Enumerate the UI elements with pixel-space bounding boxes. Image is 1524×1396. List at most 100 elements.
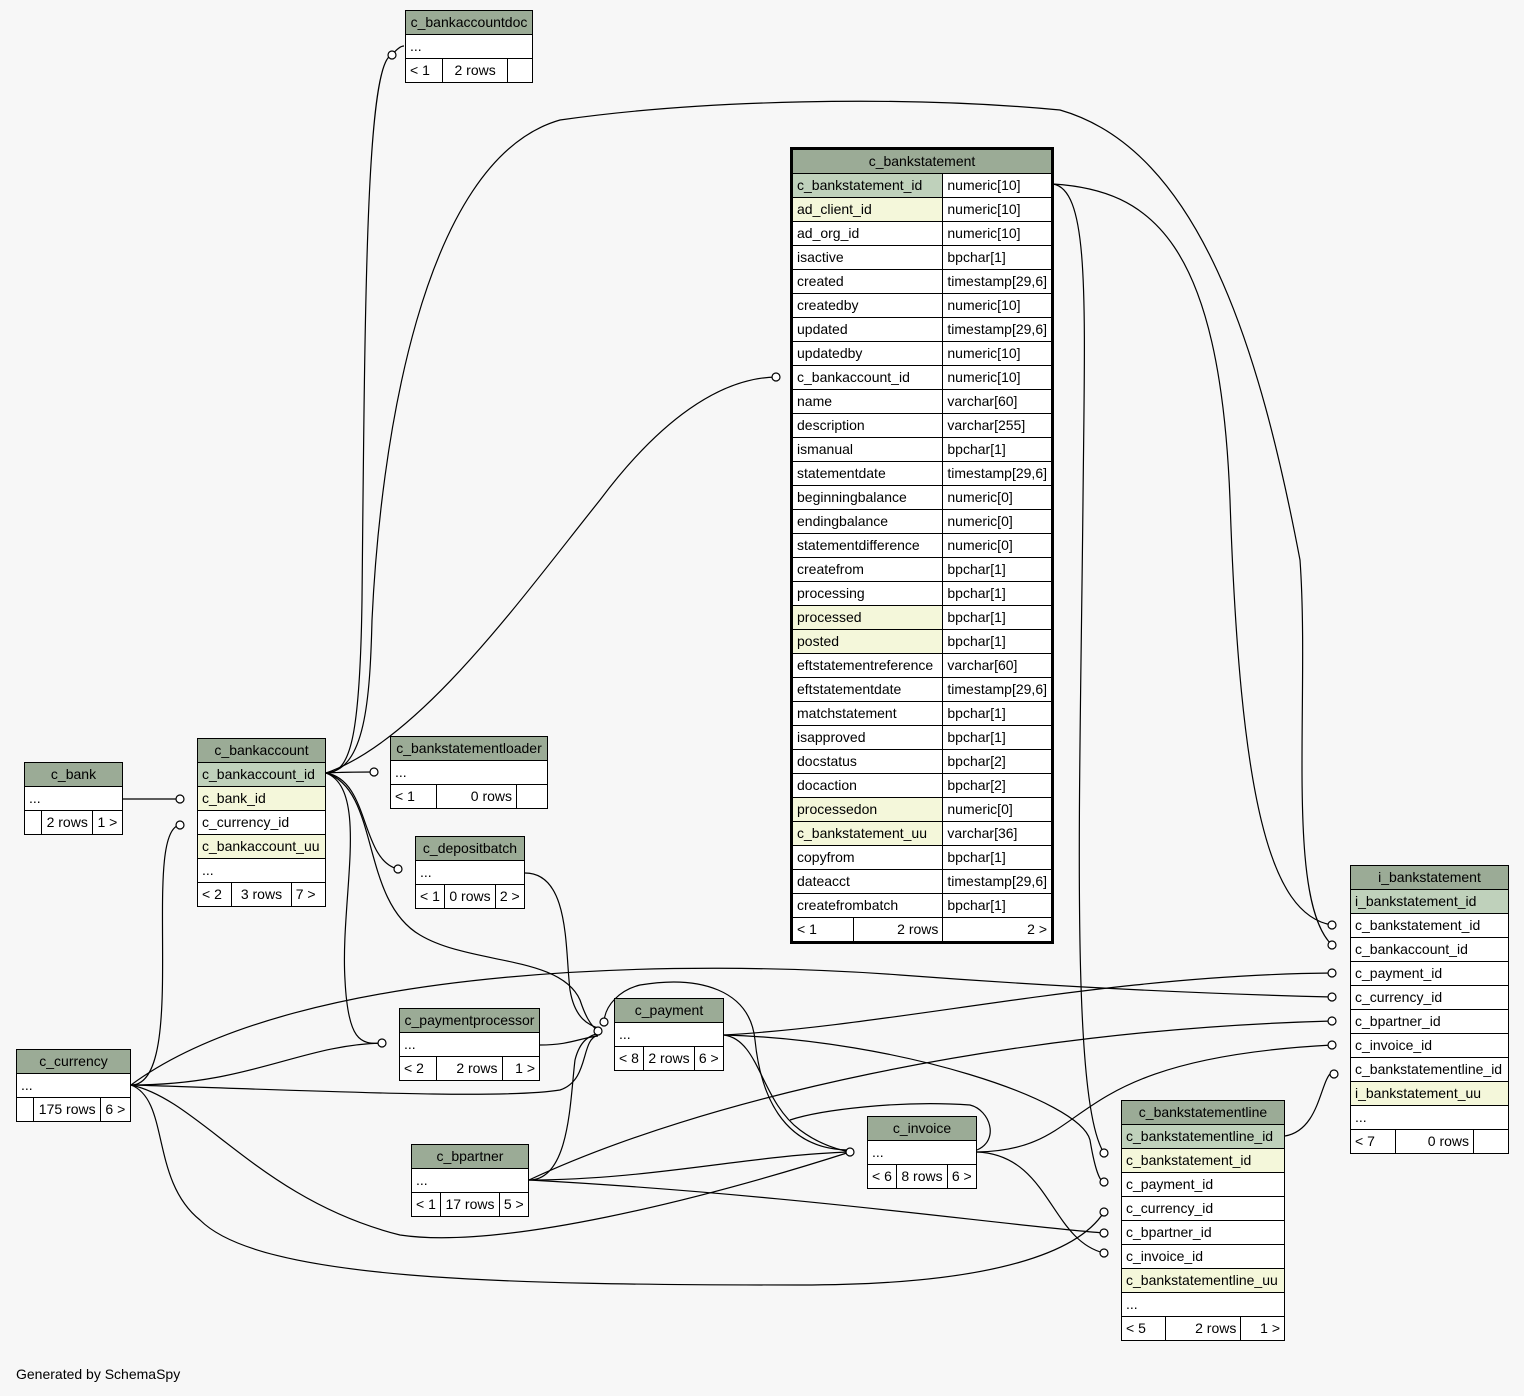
column-name[interactable]: c_bankstatement_id <box>790 173 944 198</box>
column-c_bankaccount_id[interactable]: c_bankaccount_id <box>197 762 326 787</box>
table-c_paymentprocessor[interactable]: c_paymentprocessor ... < 2 2 rows 1 > <box>398 1008 541 1081</box>
column-c_payment_id[interactable]: c_payment_id <box>1350 961 1509 986</box>
table-title[interactable]: c_depositbatch <box>415 836 525 861</box>
table-title[interactable]: c_currency <box>16 1049 131 1074</box>
column-name[interactable]: processedon <box>790 797 944 822</box>
table-title[interactable]: c_bankaccountdoc <box>405 10 533 35</box>
children-count[interactable]: 1 > <box>501 1056 541 1081</box>
children-count[interactable]: 6 > <box>693 1046 725 1071</box>
children-count[interactable]: 7 > <box>290 882 327 907</box>
children-count[interactable]: 1 > <box>92 810 123 835</box>
column-name[interactable]: updatedby <box>790 341 944 366</box>
column-name[interactable]: matchstatement <box>790 701 944 726</box>
table-title[interactable]: c_bankstatementloader <box>390 736 548 761</box>
column-c_bankstatementline_id[interactable]: c_bankstatementline_id <box>1121 1124 1285 1149</box>
table-title[interactable]: c_bpartner <box>411 1144 529 1169</box>
table-c_bankstatementline[interactable]: c_bankstatementline c_bankstatementline_… <box>1121 1100 1285 1341</box>
column-i_bankstatement_uu[interactable]: i_bankstatement_uu <box>1350 1081 1509 1106</box>
column-name[interactable]: c_bankstatement_uu <box>790 821 944 846</box>
column-name[interactable]: endingbalance <box>790 509 944 534</box>
column-name[interactable]: processing <box>790 581 944 606</box>
column-name[interactable]: isactive <box>790 245 944 270</box>
table-title[interactable]: c_invoice <box>867 1116 977 1141</box>
column-c_invoice_id[interactable]: c_invoice_id <box>1121 1244 1285 1269</box>
table-title[interactable]: c_bank <box>24 762 123 787</box>
table-title[interactable]: c_payment <box>614 998 724 1023</box>
column-c_bpartner_id[interactable]: c_bpartner_id <box>1350 1009 1509 1034</box>
column-name[interactable]: processed <box>790 605 944 630</box>
table-c_payment[interactable]: c_payment ... < 8 2 rows 6 > <box>613 998 725 1071</box>
column-name[interactable]: isapproved <box>790 725 944 750</box>
column-c_bankstatement_id[interactable]: c_bankstatement_id <box>1350 913 1509 938</box>
column-name[interactable]: createfrom <box>790 557 944 582</box>
column-name[interactable]: created <box>790 269 944 294</box>
column-name[interactable]: dateacct <box>790 869 944 894</box>
children-count[interactable] <box>1473 1129 1509 1154</box>
table-title[interactable]: c_bankstatement <box>791 148 1053 174</box>
parents-count[interactable]: < 7 <box>1350 1129 1396 1154</box>
column-c_bankaccount_id[interactable]: c_bankaccount_id <box>1350 937 1509 962</box>
parents-count[interactable] <box>24 810 42 835</box>
children-count[interactable] <box>516 784 548 809</box>
parents-count[interactable]: < 6 <box>866 1164 898 1189</box>
table-c_bankaccount[interactable]: c_bankaccount c_bankaccount_id c_bank_id… <box>196 738 327 907</box>
parents-count[interactable]: < 2 <box>196 882 233 907</box>
column-c_payment_id[interactable]: c_payment_id <box>1121 1172 1285 1197</box>
table-c_bank[interactable]: c_bank ... 2 rows 1 > <box>24 762 123 835</box>
parents-count[interactable]: < 2 <box>398 1056 438 1081</box>
column-name[interactable]: name <box>790 389 944 414</box>
table-c_invoice[interactable]: c_invoice ... < 6 8 rows 6 > <box>866 1116 978 1189</box>
column-name[interactable]: createdby <box>790 293 944 318</box>
children-count[interactable]: 2 > <box>494 884 526 909</box>
parents-count[interactable]: < 1 <box>390 784 437 809</box>
column-name[interactable]: statementdate <box>790 461 944 486</box>
parents-count[interactable]: < 1 <box>404 58 444 83</box>
column-c_invoice_id[interactable]: c_invoice_id <box>1350 1033 1509 1058</box>
children-count[interactable] <box>507 58 533 83</box>
column-name[interactable]: updated <box>790 317 944 342</box>
children-count[interactable]: 2 > <box>942 917 1053 943</box>
children-count[interactable]: 6 > <box>946 1164 978 1189</box>
column-c_bankstatement_id[interactable]: c_bankstatement_id <box>1121 1148 1285 1173</box>
table-title[interactable]: c_paymentprocessor <box>399 1008 540 1033</box>
children-count[interactable]: 1 > <box>1240 1316 1285 1341</box>
column-c_bankstatementline_uu[interactable]: c_bankstatementline_uu <box>1121 1268 1285 1293</box>
column-name[interactable]: eftstatementdate <box>790 677 944 702</box>
column-name[interactable]: docstatus <box>790 749 944 774</box>
column-c_currency_id[interactable]: c_currency_id <box>1121 1196 1285 1221</box>
children-count[interactable]: 5 > <box>498 1192 530 1217</box>
column-c_bankaccount_uu[interactable]: c_bankaccount_uu <box>197 834 326 859</box>
table-c_depositbatch[interactable]: c_depositbatch ... < 1 0 rows 2 > <box>414 836 526 909</box>
table-c_bankaccountdoc[interactable]: c_bankaccountdoc ... < 1 2 rows <box>404 10 533 83</box>
table-title[interactable]: c_bankaccount <box>197 738 326 763</box>
column-name[interactable]: ad_client_id <box>790 197 944 222</box>
parents-count[interactable]: < 1 <box>791 917 854 943</box>
parents-count[interactable]: < 5 <box>1121 1316 1166 1341</box>
table-c_bpartner[interactable]: c_bpartner ... < 1 17 rows 5 > <box>410 1144 530 1217</box>
parents-count[interactable] <box>16 1097 34 1122</box>
table-title[interactable]: i_bankstatement <box>1350 865 1509 890</box>
